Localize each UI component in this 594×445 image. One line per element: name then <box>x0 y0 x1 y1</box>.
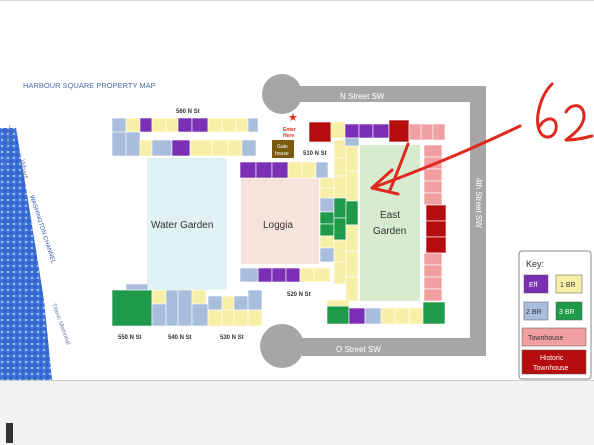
key-1br-label: 1 BR <box>560 282 576 289</box>
label-510: 510 N St <box>303 151 327 157</box>
building-520 <box>239 267 331 283</box>
key-1br-swatch <box>555 274 583 294</box>
annotation-arrow-tick <box>388 142 410 192</box>
key-2br-swatch <box>523 301 549 321</box>
map-key: Key: Eff 1 BR 2 BR 3 BR Townhouse Histor… <box>518 250 592 380</box>
key-historic-label-1: Historic <box>540 355 564 362</box>
enter-label-2: Here <box>283 133 294 139</box>
o-street-label: O Street SW <box>336 345 381 354</box>
n-street-label: N Street SW <box>340 92 385 101</box>
key-historic-label-2: Townhouse <box>533 365 569 372</box>
enter-star-icon: ★ <box>288 112 298 124</box>
east-garden-label-1: East <box>380 210 400 221</box>
label-530: 530 N St <box>220 335 244 341</box>
east-townhouses <box>423 144 447 302</box>
key-townhouse-swatch <box>521 327 587 347</box>
annotation-text: 62 <box>0 0 2 1</box>
key-townhouse-label: Townhouse <box>528 335 564 342</box>
loggia-area <box>241 178 319 264</box>
key-historic-swatch <box>521 349 587 375</box>
gatehouse-label-1: Gate <box>277 144 288 150</box>
gatehouse <box>272 140 294 158</box>
wharf-label: Wharf <box>18 159 28 179</box>
water-garden <box>147 158 227 290</box>
enter-label-1: Enter <box>283 127 296 133</box>
east-garden-label-2: Garden <box>373 226 406 237</box>
key-title: Key: <box>526 259 544 269</box>
road-loop <box>260 74 486 368</box>
lower-panel <box>0 381 594 445</box>
water-garden-label: Water Garden <box>151 220 213 231</box>
label-560: 560 N St <box>176 109 200 115</box>
key-eff-label: Eff <box>529 282 537 289</box>
key-eff-swatch <box>523 274 549 294</box>
key-3br-swatch <box>555 301 583 321</box>
property-map: Wharf WASHINGTON CHANNEL Titanic Memoria… <box>0 0 594 380</box>
washington-channel-water <box>0 128 52 380</box>
fourth-street-label: 4th Street SW <box>474 178 483 228</box>
south-east-wing <box>326 299 446 325</box>
buildings-550-540-530 <box>111 283 263 327</box>
memorial-label: Titanic Memorial <box>50 303 71 346</box>
annotation-arrow-head <box>370 168 400 196</box>
building-510 <box>239 161 329 179</box>
map-title: HARBOUR SQUARE PROPERTY MAP <box>23 81 156 90</box>
text-cursor <box>6 423 13 443</box>
building-560 <box>111 117 259 157</box>
east-garden <box>360 145 420 301</box>
wharf-arrow <box>3 124 11 171</box>
loggia-label: Loggia <box>263 220 293 231</box>
label-540: 540 N St <box>168 335 192 341</box>
key-3br-label: 3 BR <box>559 309 575 316</box>
center-column <box>319 139 359 302</box>
top-divider <box>0 0 594 1</box>
handwritten-annotation <box>370 82 594 196</box>
north-wing <box>308 119 446 147</box>
annotation-digit-2 <box>564 104 594 142</box>
bottom-divider <box>0 380 594 381</box>
label-550: 550 N St <box>118 335 142 341</box>
gatehouse-label-2: house <box>275 151 289 157</box>
key-2br-label: 2 BR <box>526 309 542 316</box>
annotation-digit-6 <box>536 82 558 139</box>
label-520: 520 N St <box>287 292 311 298</box>
